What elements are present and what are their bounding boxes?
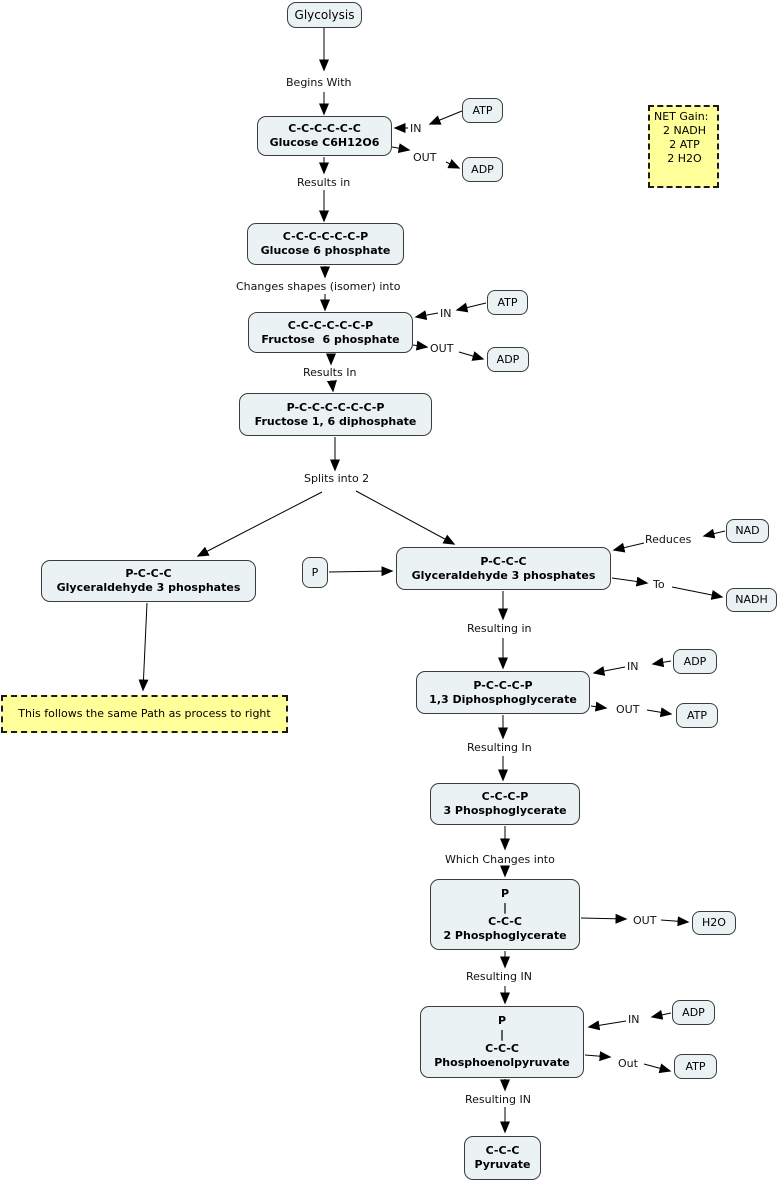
node-fructose-16-diphosphate[interactable]: P-C-C-C-C-C-C-P Fructose 1, 6 diphosphat… bbox=[239, 393, 432, 436]
same-path-note[interactable]: This follows the same Path as process to… bbox=[1, 695, 288, 733]
edge-label-reduces[interactable]: Reduces bbox=[645, 533, 692, 546]
edge-label-out-fructose[interactable]: OUT bbox=[430, 342, 454, 355]
node-adp-dpg-in[interactable]: ADP bbox=[673, 649, 717, 674]
node-adp-fructose-out[interactable]: ADP bbox=[487, 347, 529, 372]
node-phosphoenolpyruvate[interactable]: P | C-C-C Phosphoenolpyruvate bbox=[420, 1006, 584, 1078]
node-glycolysis[interactable]: Glycolysis bbox=[287, 2, 362, 28]
net-gain-note[interactable]: NET Gain: 2 NADH 2 ATP 2 H2O bbox=[648, 105, 719, 188]
edge-label-splits-into-2[interactable]: Splits into 2 bbox=[304, 472, 370, 485]
node-13-diphosphoglycerate[interactable]: P-C-C-C-P 1,3 Diphosphoglycerate bbox=[416, 671, 590, 714]
node-nadh[interactable]: NADH bbox=[726, 588, 777, 612]
node-adp-glucose-out[interactable]: ADP bbox=[462, 157, 503, 182]
node-pyruvate[interactable]: C-C-C Pyruvate bbox=[464, 1136, 541, 1180]
edge-label-in-dpg[interactable]: IN bbox=[627, 660, 639, 673]
edge-label-resulting-in-3[interactable]: Resulting IN bbox=[466, 970, 532, 983]
node-nad[interactable]: NAD bbox=[726, 519, 769, 543]
edge-label-in-glucose[interactable]: IN bbox=[410, 122, 422, 135]
node-2-phosphoglycerate[interactable]: P | C-C-C 2 Phosphoglycerate bbox=[430, 879, 580, 950]
node-phosphate[interactable]: P bbox=[302, 557, 328, 588]
node-adp-pep-in[interactable]: ADP bbox=[672, 1000, 715, 1025]
node-glucose-6-phosphate[interactable]: C-C-C-C-C-C-P Glucose 6 phosphate bbox=[247, 223, 404, 265]
node-atp-glucose-in[interactable]: ATP bbox=[462, 98, 503, 123]
edge-label-out-dpg[interactable]: OUT bbox=[616, 703, 640, 716]
edge-label-out-pg2[interactable]: OUT bbox=[633, 914, 657, 927]
node-glyceraldehyde-3-phosphates-left[interactable]: P-C-C-C Glyceraldehyde 3 phosphates bbox=[41, 560, 256, 602]
edge-label-begins-with[interactable]: Begins With bbox=[286, 76, 352, 89]
node-atp-dpg-out[interactable]: ATP bbox=[676, 703, 718, 728]
edge-label-in-fructose[interactable]: IN bbox=[440, 307, 452, 320]
edge-label-results-in-2[interactable]: Results In bbox=[303, 366, 357, 379]
edge-label-which-changes[interactable]: Which Changes into bbox=[445, 853, 555, 866]
node-atp-pep-out[interactable]: ATP bbox=[674, 1054, 717, 1079]
edge-label-out-pep[interactable]: Out bbox=[618, 1057, 638, 1070]
edge-label-resulting-in-4[interactable]: Resulting IN bbox=[465, 1093, 531, 1106]
edge-label-in-pep[interactable]: IN bbox=[628, 1013, 640, 1026]
node-glucose[interactable]: C-C-C-C-C-C Glucose C6H12O6 bbox=[257, 116, 392, 156]
edge-label-resulting-in-2[interactable]: Resulting In bbox=[467, 741, 532, 754]
node-glyceraldehyde-3-phosphates-right[interactable]: P-C-C-C Glyceraldehyde 3 phosphates bbox=[396, 547, 611, 590]
edge-label-out-glucose[interactable]: OUT bbox=[413, 151, 437, 164]
node-fructose-6-phosphate[interactable]: C-C-C-C-C-C-P Fructose 6 phosphate bbox=[248, 312, 413, 353]
node-3-phosphoglycerate[interactable]: C-C-C-P 3 Phosphoglycerate bbox=[430, 783, 580, 825]
node-h2o[interactable]: H2O bbox=[692, 911, 736, 935]
edge-label-results-in-1[interactable]: Results in bbox=[297, 176, 351, 189]
edge-label-to[interactable]: To bbox=[653, 578, 665, 591]
node-atp-fructose-in[interactable]: ATP bbox=[487, 290, 528, 315]
edge-label-resulting-in-1[interactable]: Resulting in bbox=[467, 622, 532, 635]
edge-label-changes-shapes[interactable]: Changes shapes (isomer) into bbox=[236, 280, 401, 293]
